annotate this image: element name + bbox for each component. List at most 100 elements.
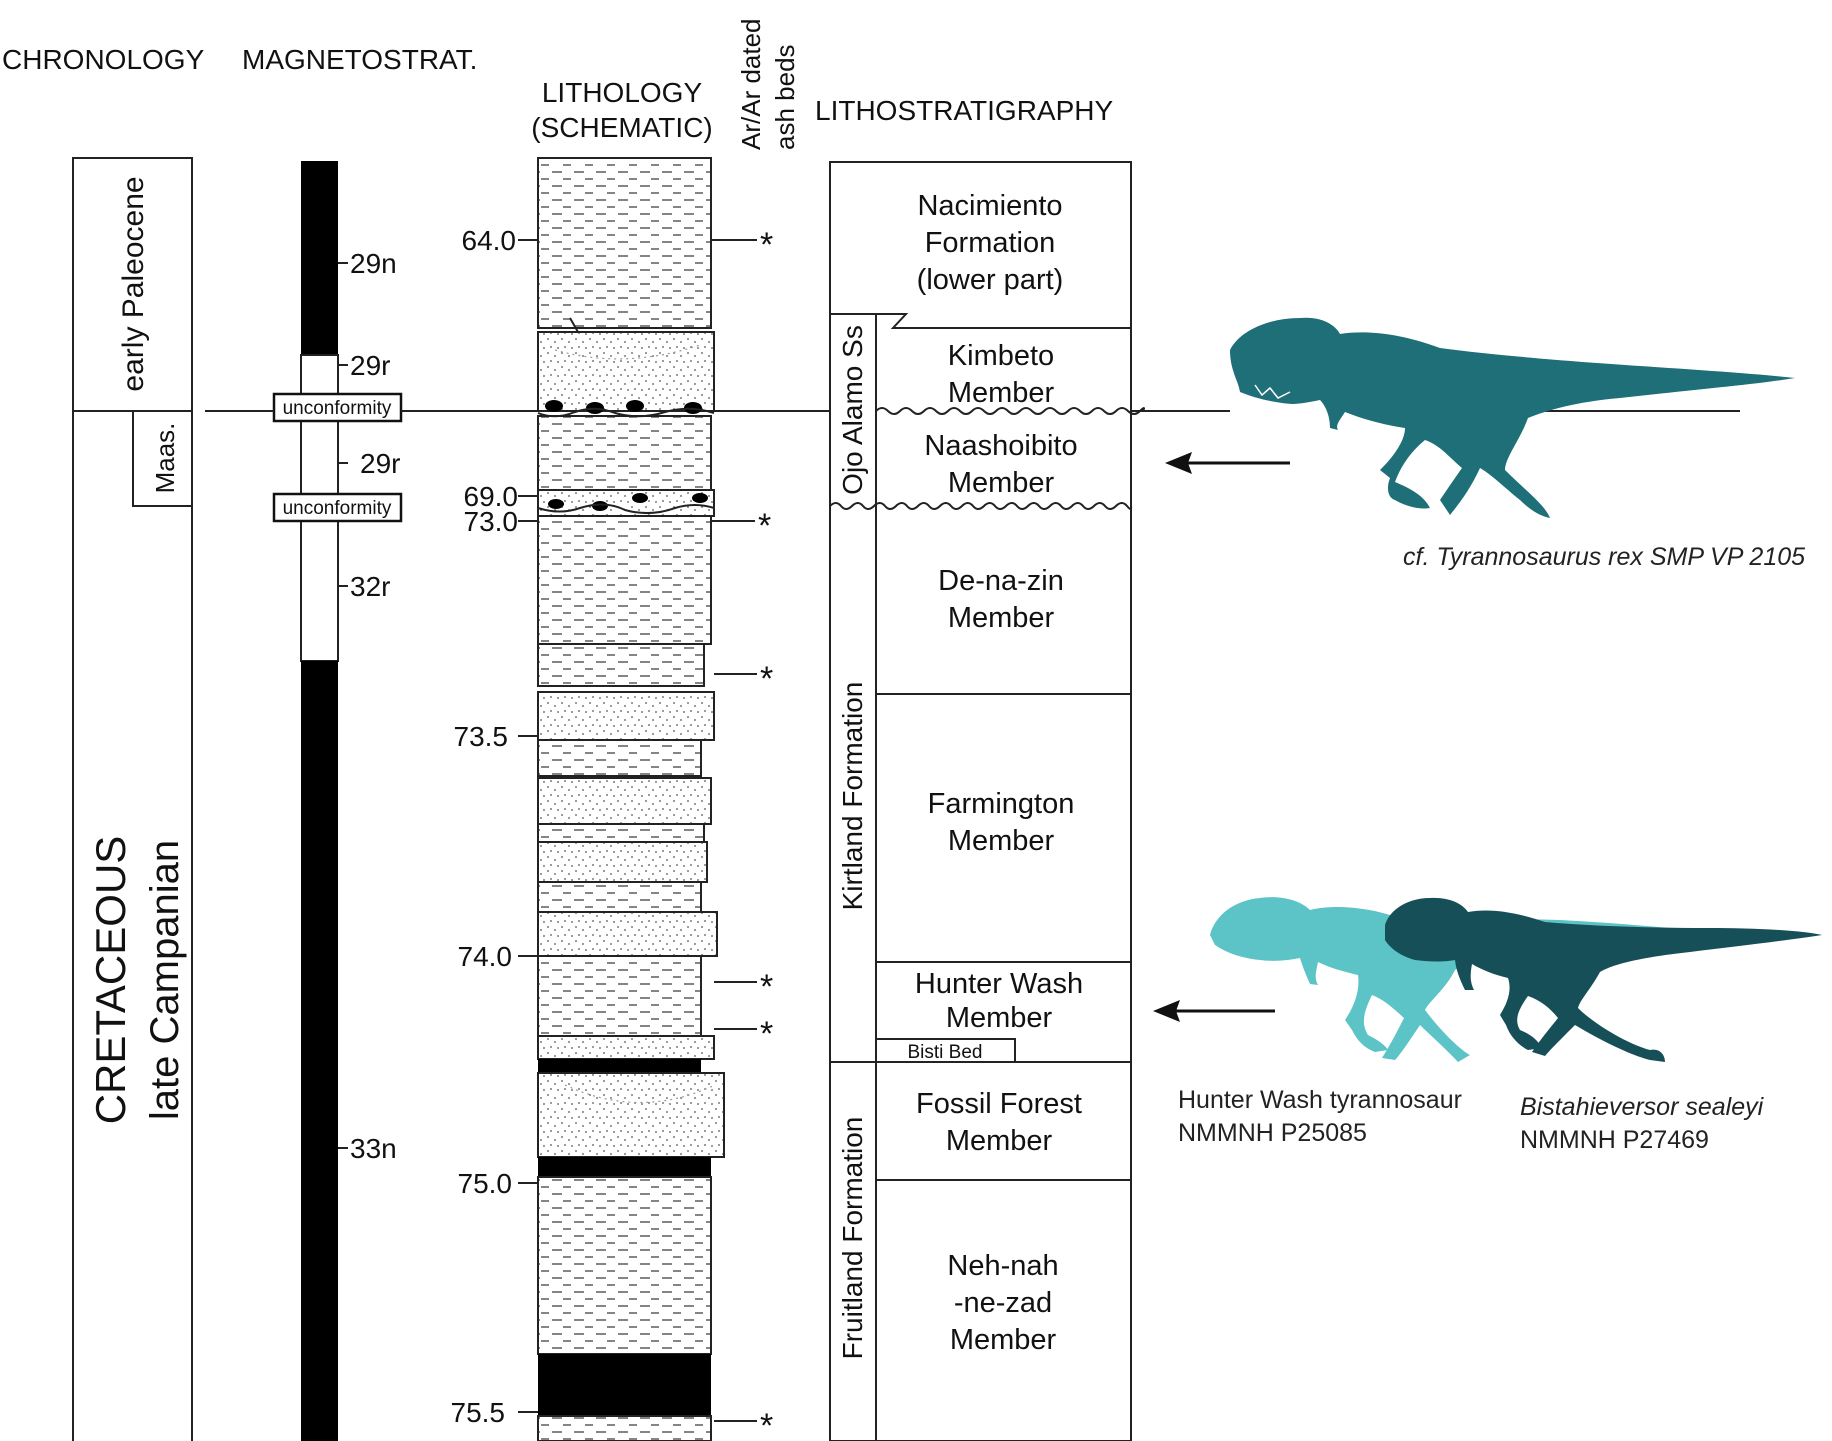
polarity-normal-33n bbox=[301, 661, 338, 1441]
label-bistahieversor-catalog: NMMNH P27469 bbox=[1520, 1126, 1709, 1154]
member-nacimiento-l3: (lower part) bbox=[917, 264, 1064, 296]
member-denazin-l1: De-na-zin bbox=[938, 565, 1064, 597]
label-maas: Maas. bbox=[150, 423, 180, 494]
header-arar-line1: Ar/Ar dated bbox=[736, 18, 766, 150]
ash-beds: * * * * * * bbox=[711, 226, 773, 1441]
shale-bed-4 bbox=[537, 643, 705, 687]
lithostrat-column: Bisti Bed Ojo Alamo Ss Kirtland Formatio… bbox=[829, 161, 1145, 1441]
age-73-5: 73.5 bbox=[454, 721, 509, 752]
shale-bed-3 bbox=[537, 515, 712, 645]
chronology-column: early Paleocene Maas. CRETACEOUS late Ca… bbox=[72, 157, 193, 1441]
maas-box bbox=[132, 410, 193, 507]
ash-marker-6: * bbox=[760, 1407, 773, 1441]
shale-bed-9 bbox=[537, 1176, 712, 1355]
header-chronology: CHRONOLOGY bbox=[2, 44, 205, 75]
member-hunterwash-l1: Hunter Wash bbox=[915, 968, 1083, 1000]
lithology-column bbox=[537, 157, 725, 1441]
ash-marker-5: * bbox=[760, 1015, 773, 1053]
shale-bed-1 bbox=[537, 157, 712, 329]
member-nacimiento-l2: Formation bbox=[925, 227, 1056, 259]
age-69-0: 69.0 bbox=[464, 481, 519, 512]
age-75-5: 75.5 bbox=[451, 1397, 506, 1428]
bistahieversor-silhouette bbox=[1385, 897, 1822, 1062]
age-73-0: 73.0 bbox=[464, 506, 519, 537]
member-fossilforest-l2: Member bbox=[946, 1125, 1053, 1157]
label-kirtland: Kirtland Formation bbox=[837, 682, 868, 911]
member-fossilforest-l1: Fossil Forest bbox=[916, 1088, 1082, 1120]
member-farmington-l2: Member bbox=[948, 825, 1055, 857]
label-ojo-alamo: Ojo Alamo Ss bbox=[837, 325, 868, 495]
label-fruitland: Fruitland Formation bbox=[837, 1117, 868, 1360]
arrow-hunter-wash bbox=[1153, 1000, 1275, 1022]
member-nehnah-l3: Member bbox=[950, 1324, 1057, 1356]
bisti-bed-box bbox=[875, 1038, 1016, 1063]
lithostrat-frame bbox=[829, 161, 1132, 1441]
unconformity-wavy-lower bbox=[829, 502, 1133, 510]
shale-bed-6 bbox=[537, 823, 705, 843]
coal-bed-1 bbox=[538, 1059, 701, 1073]
member-denazin-l2: Member bbox=[948, 602, 1055, 634]
sand-bed-4 bbox=[537, 777, 712, 825]
label-bisti-bed: Bisti Bed bbox=[908, 1042, 983, 1063]
age-75-0: 75.0 bbox=[458, 1168, 513, 1199]
shale-bed-8 bbox=[537, 955, 702, 1037]
label-bistahieversor: Bistahieversor sealeyi bbox=[1520, 1093, 1765, 1121]
coal-bed-3 bbox=[538, 1354, 711, 1416]
ash-marker-4: * bbox=[760, 968, 773, 1006]
label-cretaceous: CRETACEOUS bbox=[87, 836, 134, 1125]
member-hunterwash-l2: Member bbox=[946, 1002, 1053, 1034]
magnetostrat-column: 29n 29r 29r 32r 33n unconformity unconfo… bbox=[272, 161, 403, 1441]
shale-bed-10 bbox=[537, 1415, 712, 1441]
age-64-0: 64.0 bbox=[462, 225, 517, 256]
member-nacimiento-l1: Nacimiento bbox=[917, 190, 1062, 222]
arrow-naashoibito bbox=[1165, 452, 1290, 474]
ash-marker-2: * bbox=[758, 507, 771, 545]
label-hunter-wash-tyrannosaur: Hunter Wash tyrannosaur bbox=[1178, 1086, 1462, 1114]
unconformity-box-upper bbox=[272, 392, 403, 423]
chron-29r-upper: 29r bbox=[350, 350, 390, 381]
age-74-0: 74.0 bbox=[458, 941, 513, 972]
header-magnetostrat: MAGNETOSTRAT. bbox=[242, 44, 477, 75]
chron-29n: 29n bbox=[350, 248, 397, 279]
unconformity-box-lower bbox=[272, 492, 403, 523]
ash-marker-3: * bbox=[760, 660, 773, 698]
coal-bed-2 bbox=[538, 1157, 711, 1177]
member-naashoibito-l1: Naashoibito bbox=[924, 430, 1077, 462]
sand-bed-5 bbox=[537, 841, 708, 883]
label-late-campanian: late Campanian bbox=[143, 840, 187, 1120]
age-scale: 64.0 69.0 73.0 73.5 74.0 75.0 75.5 bbox=[451, 225, 538, 1428]
unconformity-label-upper: unconformity bbox=[283, 398, 392, 419]
sand-bed-1 bbox=[537, 331, 715, 412]
header-arar: Ar/Ar dated ash beds bbox=[736, 18, 800, 150]
header-lithostratigraphy: LITHOSTRATIGRAPHY bbox=[815, 95, 1114, 126]
header-lithology: LITHOLOGY bbox=[542, 77, 703, 108]
label-early-paleocene: early Paleocene bbox=[117, 176, 150, 391]
shale-bed-7 bbox=[537, 881, 702, 913]
label-hunter-wash-catalog: NMMNH P25085 bbox=[1178, 1119, 1367, 1147]
header-arar-line2: ash beds bbox=[770, 44, 800, 150]
unconformity-label-lower: unconformity bbox=[283, 498, 392, 519]
sand-bed-3 bbox=[537, 691, 715, 741]
sand-bed-7 bbox=[537, 1035, 715, 1060]
member-nehnah-l2: -ne-zad bbox=[954, 1287, 1052, 1319]
label-trex-specimen: cf. Tyrannosaurus rex SMP VP 2105 bbox=[1403, 543, 1805, 571]
member-nehnah-l1: Neh-nah bbox=[947, 1250, 1058, 1282]
sand-bed-8 bbox=[537, 1072, 725, 1158]
shale-bed-2 bbox=[537, 415, 712, 491]
ash-marker-1: * bbox=[760, 226, 773, 264]
chron-32r: 32r bbox=[350, 571, 390, 602]
member-farmington-l1: Farmington bbox=[928, 788, 1075, 820]
sand-bed-6 bbox=[537, 911, 718, 957]
member-kimbeto-l2: Member bbox=[948, 377, 1055, 409]
header-lithology-schematic: (SCHEMATIC) bbox=[531, 112, 712, 143]
polarity-normal-29n bbox=[301, 161, 338, 355]
paleocene-box bbox=[72, 157, 193, 412]
trex-silhouette bbox=[1230, 317, 1795, 518]
unconformity-wavy-upper bbox=[875, 407, 1145, 415]
member-naashoibito-l2: Member bbox=[948, 467, 1055, 499]
member-kimbeto-l1: Kimbeto bbox=[948, 340, 1054, 372]
cretaceous-box bbox=[72, 410, 193, 1441]
chron-29r-lower: 29r bbox=[360, 448, 400, 479]
chron-33n: 33n bbox=[350, 1133, 397, 1164]
